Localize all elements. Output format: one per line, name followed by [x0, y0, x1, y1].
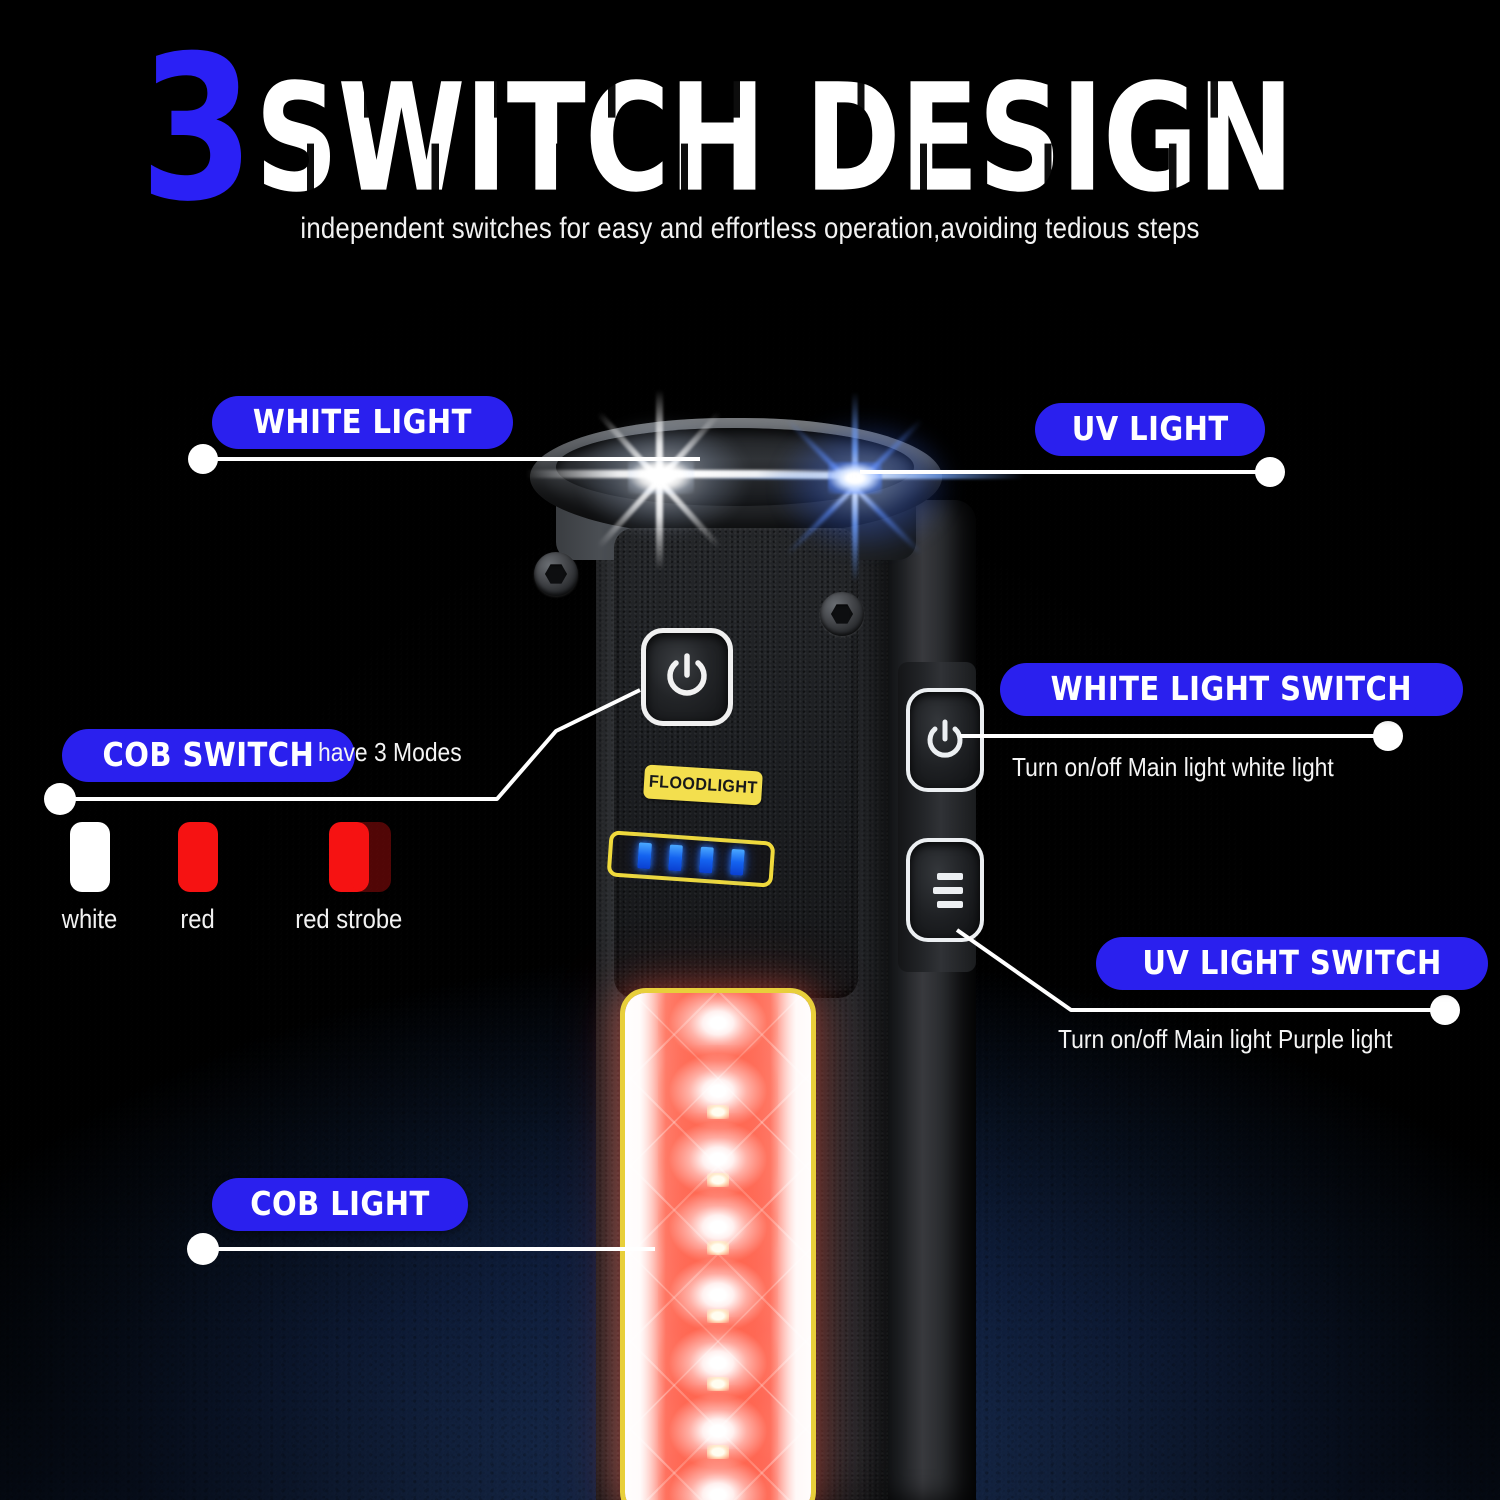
floodlight-badge-text: FLOODLIGHT	[648, 771, 758, 798]
hex-screw-right-icon	[820, 592, 864, 636]
uv-light-switch-description: Turn on/off Main light Purple light	[1058, 1024, 1438, 1055]
callout-white-light-switch[interactable]: WHITE LIGHT SWITCH	[1000, 663, 1463, 716]
callout-cob-switch[interactable]: COB SWITCH	[62, 729, 355, 782]
mode-color-chip	[178, 822, 218, 892]
white-light-switch-button[interactable]	[906, 688, 984, 792]
header-subtitle: independent switches for easy and effort…	[105, 212, 1395, 246]
mode-label: red	[180, 904, 216, 934]
callout-white-light-switch-label: WHITE LIGHT SWITCH	[1050, 669, 1413, 708]
callout-uv-light-switch-label: UV LIGHT SWITCH	[1142, 943, 1442, 982]
mode-color-chip	[69, 822, 110, 892]
callout-uv-light-label: UV LIGHT	[1071, 409, 1229, 448]
callout-cob-switch-label: COB SWITCH	[102, 735, 315, 774]
white-light-switch-description-text: Turn on/off Main light white light	[1012, 752, 1334, 782]
mode-swatch-red: red	[178, 822, 218, 935]
cob-power-button[interactable]	[641, 628, 733, 726]
mode-color-chip	[328, 822, 391, 892]
mode-swatch-white: white	[58, 822, 121, 935]
brightness-bars-icon	[927, 867, 963, 913]
body-side-panel	[884, 500, 976, 1500]
uv-light-switch-description-text: Turn on/off Main light Purple light	[1058, 1024, 1393, 1054]
title-row: 3 SWITCH DESIGN	[0, 13, 1500, 246]
battery-bar	[637, 842, 653, 870]
headline-title-text: SWITCH DESIGN	[255, 51, 1294, 225]
header: 3 SWITCH DESIGN independent switches for…	[0, 0, 1500, 290]
cob-switch-note-text: have 3 Modes	[318, 737, 462, 767]
callout-uv-light-switch[interactable]: UV LIGHT SWITCH	[1096, 937, 1489, 990]
callout-uv-light[interactable]: UV LIGHT	[1035, 403, 1266, 456]
cob-switch-note: have 3 Modes	[318, 737, 481, 768]
power-icon	[667, 653, 707, 696]
front-control-panel	[614, 528, 858, 998]
headline-number: 3	[140, 13, 254, 246]
cob-led-array	[625, 993, 811, 1500]
cob-light-panel	[620, 988, 816, 1500]
battery-bar	[729, 848, 745, 876]
mode-label: white	[61, 904, 118, 934]
callout-cob-light-label: COB LIGHT	[250, 1184, 430, 1223]
battery-bar	[668, 844, 683, 872]
headline-title: SWITCH DESIGN	[255, 48, 1294, 213]
floodlight-badge: FLOODLIGHT	[643, 764, 763, 806]
callout-cob-light[interactable]: COB LIGHT	[212, 1178, 468, 1231]
header-subtitle-text: independent switches for easy and effort…	[300, 212, 1200, 245]
mode-swatch-red-strobe: red strobe	[288, 822, 410, 935]
head-lens	[556, 428, 914, 506]
battery-bar	[699, 846, 714, 874]
white-light-switch-description: Turn on/off Main light white light	[1012, 752, 1378, 783]
hex-screw-left-icon	[534, 552, 578, 596]
uv-light-switch-button[interactable]	[906, 838, 984, 942]
callout-white-light-label: WHITE LIGHT	[252, 402, 472, 441]
mode-label: red strobe	[295, 904, 403, 934]
callout-white-light[interactable]: WHITE LIGHT	[212, 396, 513, 449]
power-icon	[927, 719, 963, 758]
